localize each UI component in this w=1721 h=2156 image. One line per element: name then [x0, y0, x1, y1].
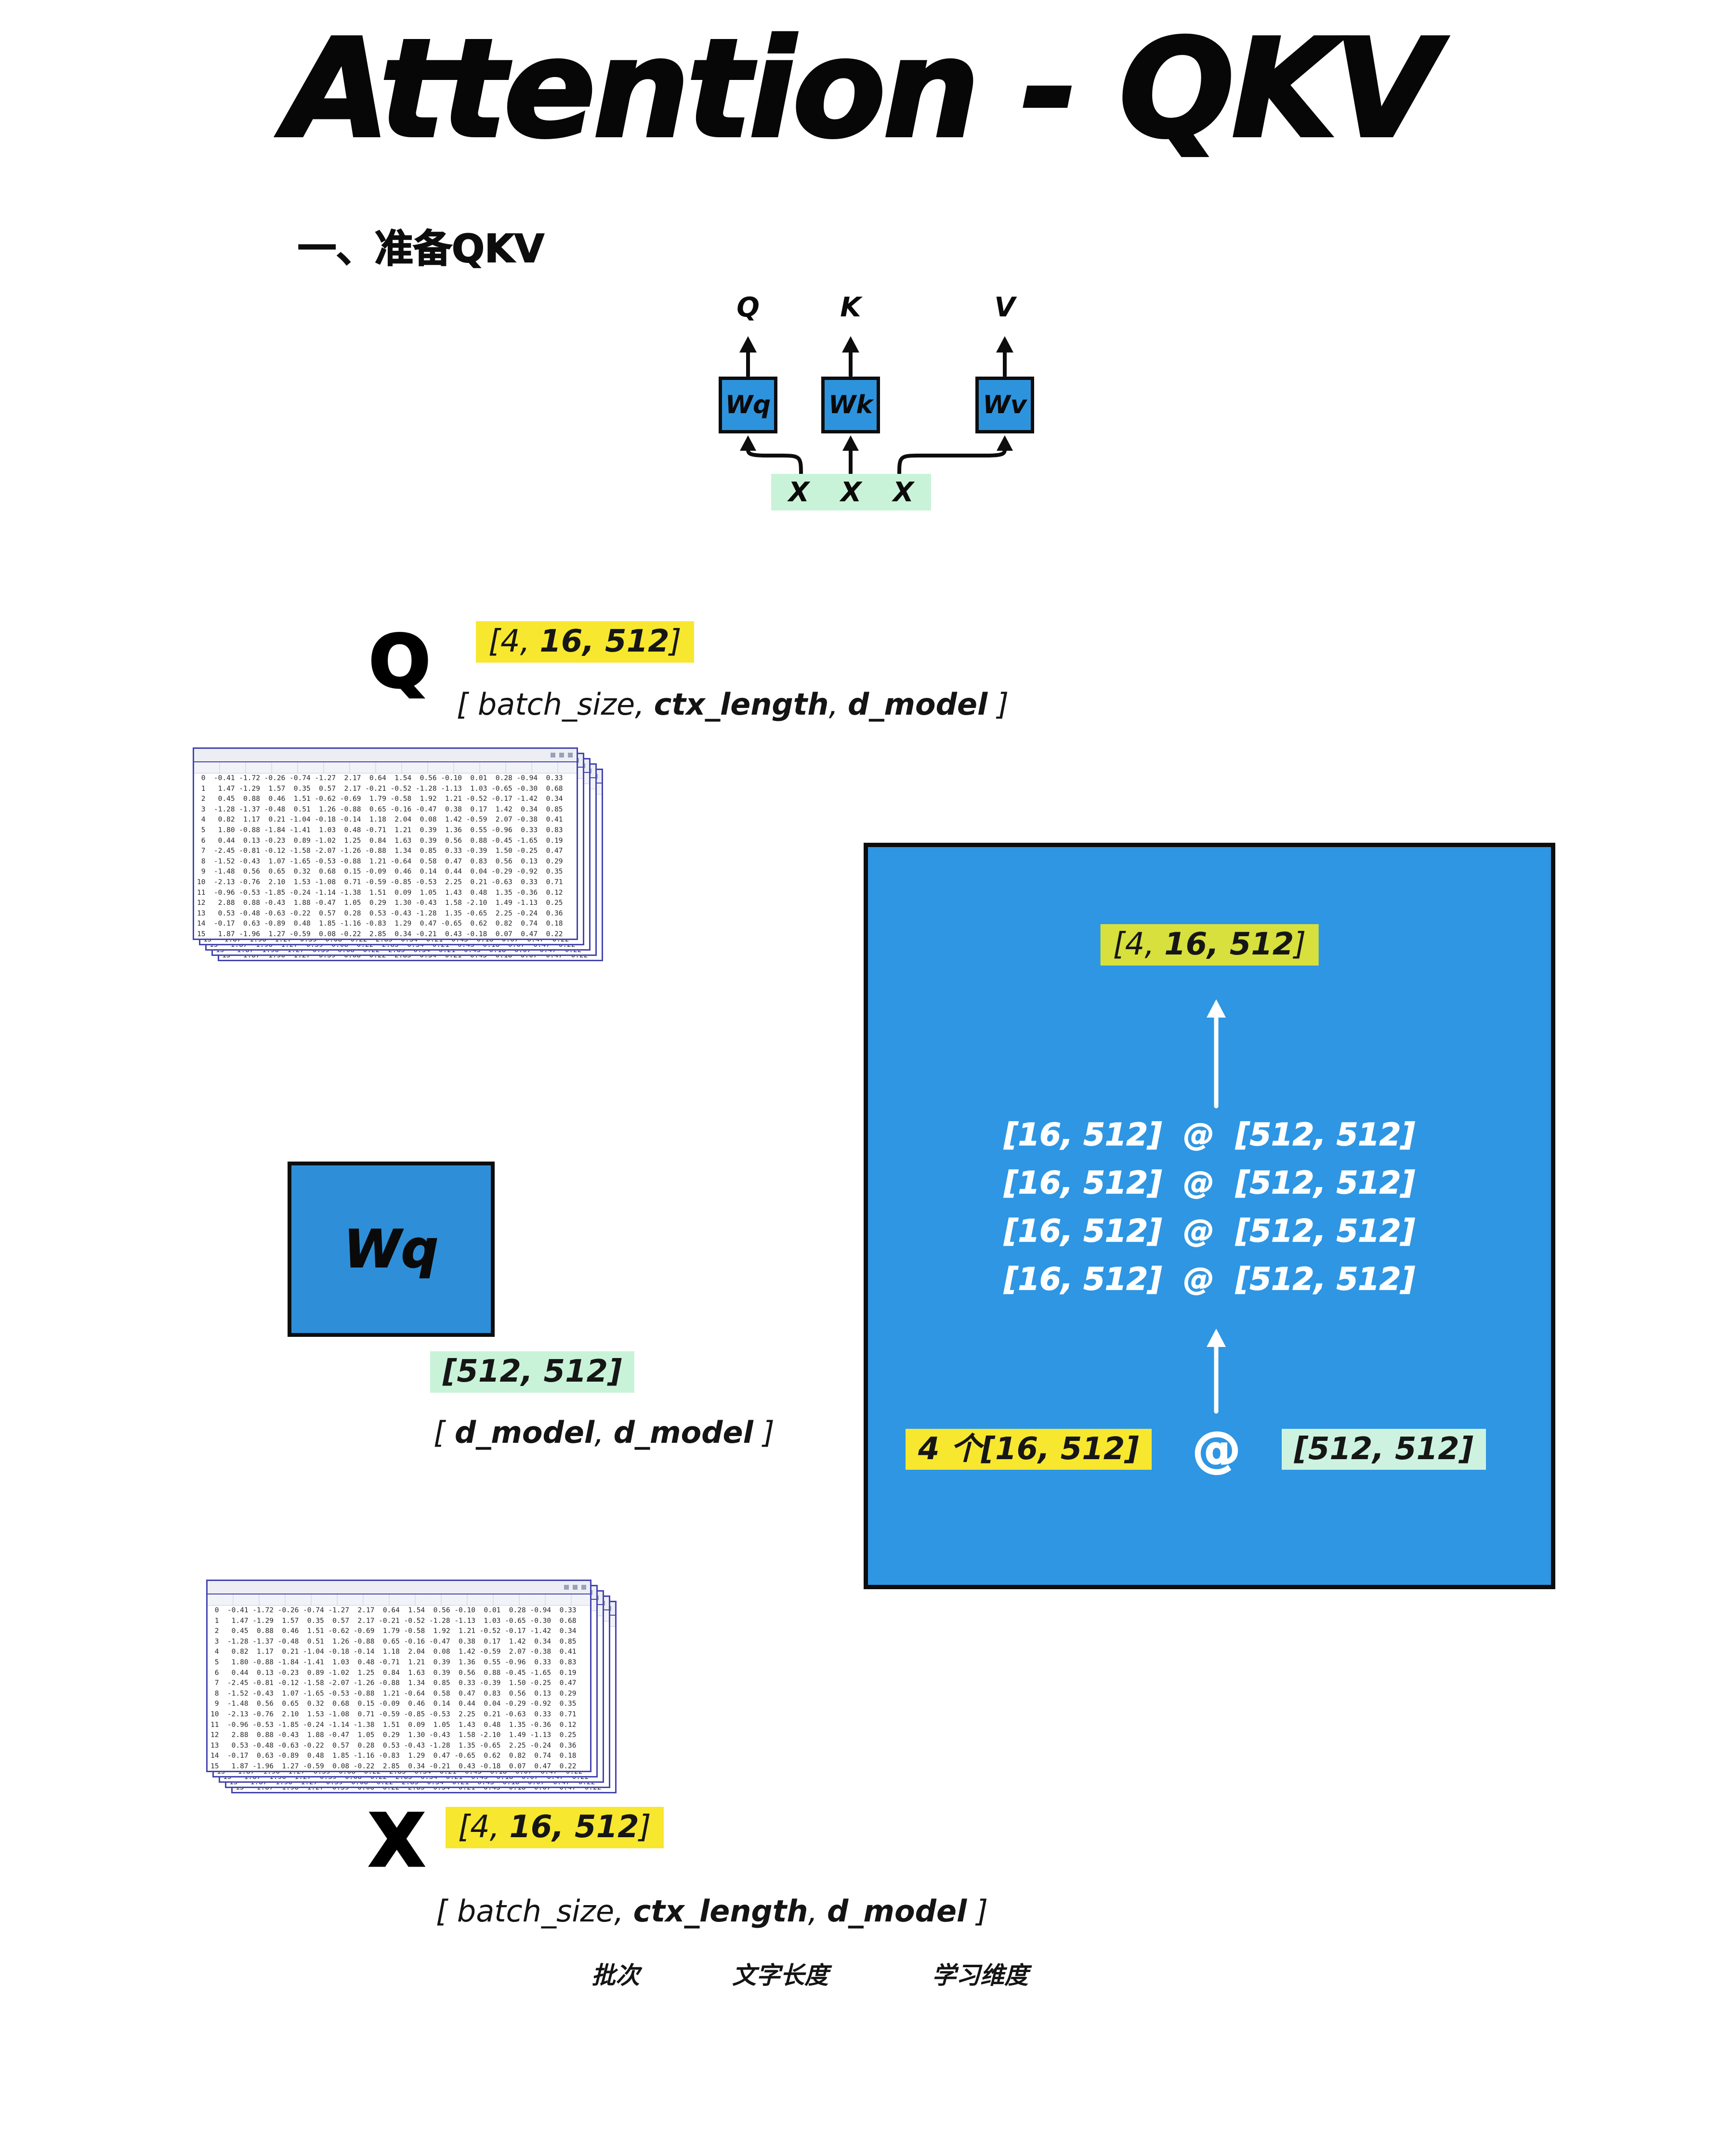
window-titlebar — [194, 749, 577, 762]
matrix-row: 4 0.82 1.17 0.21 -1.04 -0.18 -0.14 1.18 … — [210, 1648, 577, 1656]
matmul-line: [16, 512] @ [512, 512] — [1004, 1213, 1416, 1250]
matrix-row: 14 -0.17 0.63 -0.89 0.48 1.85 -1.16 -0.8… — [197, 920, 563, 928]
matrix-row: 5 1.80 -0.88 -1.84 -1.41 1.03 0.48 -0.71… — [210, 1658, 577, 1666]
window-titlebar — [208, 1581, 590, 1594]
column-header — [194, 762, 577, 773]
matrix-row: 9 -1.48 0.56 0.65 0.32 0.68 0.15 -0.09 0… — [197, 868, 563, 876]
matmul-line: [16, 512] @ [512, 512] — [1004, 1117, 1416, 1153]
wq-shape-description: [ d_model, d_model ] — [434, 1415, 775, 1450]
matrix-row: 6 0.44 0.13 -0.23 0.89 -1.02 1.25 0.84 1… — [197, 836, 563, 845]
wq-weight-box: Wq — [288, 1162, 495, 1337]
x-input-strip: X X X — [771, 474, 931, 510]
annotation-d-model: 学习维度 — [932, 1961, 1028, 1989]
matrix-row: 15 1.87 -1.96 1.27 -0.59 0.08 -0.22 2.85… — [210, 1762, 577, 1770]
matrix-row: 14 -0.17 0.63 -0.89 0.48 1.85 -1.16 -0.8… — [210, 1752, 577, 1760]
q-matrix-stack: 0 -0.41 -1.72 -0.26 -0.74 -1.27 2.17 0.6… — [193, 747, 612, 969]
matrix-row: 11 -0.96 -0.53 -1.85 -0.24 -1.14 -1.38 1… — [197, 889, 563, 897]
matrix-row: 12 2.88 0.88 -0.43 1.88 -0.47 1.05 0.29 … — [197, 899, 563, 907]
matrix-row: 6 0.44 0.13 -0.23 0.89 -1.02 1.25 0.84 1… — [210, 1669, 577, 1677]
matrix-row: 1 1.47 -1.29 1.57 0.35 0.57 2.17 -0.21 -… — [210, 1617, 577, 1625]
qkv-diagram-arrows — [739, 336, 1013, 478]
weight-shape-tag: [512, 512] — [1281, 1428, 1486, 1470]
label-v: V — [994, 292, 1015, 323]
window-controls-icon — [568, 753, 573, 758]
result-shape-tag: [4, 16, 512] — [1100, 924, 1319, 966]
window-controls-icon — [581, 1585, 586, 1590]
matrix-row: 9 -1.48 0.56 0.65 0.32 0.68 0.15 -0.09 0… — [210, 1700, 577, 1708]
x-shape-description: [ batch_size, ctx_length, d_model ] — [436, 1894, 988, 1929]
x-input-1: X — [788, 476, 810, 508]
x-input-2: X — [841, 476, 862, 508]
matrix-row: 8 -1.52 -0.43 1.07 -1.65 -0.53 -0.88 1.2… — [210, 1689, 577, 1698]
matrix-row: 7 -2.45 -0.81 -0.12 -1.58 -2.07 -1.26 -0… — [210, 1679, 577, 1687]
matmul-panel: [4, 16, 512] [16, 512] @ [512, 512][16, … — [864, 843, 1555, 1589]
q-shape-description: [ batch_size, ctx_length, d_model ] — [457, 687, 1009, 722]
matrix-row: 2 0.45 0.88 0.46 1.51 -0.62 -0.69 1.79 -… — [210, 1627, 577, 1635]
matmul-lines: [16, 512] @ [512, 512] [16, 512] @ [512, … — [868, 1111, 1551, 1304]
matrix-row: 13 0.53 -0.48 -0.63 -0.22 0.57 0.28 0.53… — [197, 909, 563, 917]
matrix-row: 15 1.87 -1.96 1.27 -0.59 0.08 -0.22 2.85… — [197, 930, 563, 938]
matrix-row: 0 -0.41 -1.72 -0.26 -0.74 -1.27 2.17 0.6… — [210, 1607, 577, 1614]
matrix-row: 10 -2.13 -0.76 2.10 1.53 -1.08 0.71 -0.5… — [197, 878, 563, 886]
matmul-line: [16, 512] @ [512, 512] — [1004, 1165, 1416, 1202]
x-letter: X — [368, 1799, 426, 1883]
matrix-row: 13 0.53 -0.48 -0.63 -0.22 0.57 0.28 0.53… — [210, 1741, 577, 1750]
matrix-row: 10 -2.13 -0.76 2.10 1.53 -1.08 0.71 -0.5… — [210, 1710, 577, 1718]
matrix-row: 2 0.45 0.88 0.46 1.51 -0.62 -0.69 1.79 -… — [197, 795, 563, 803]
matrix-row: 3 -1.28 -1.37 -0.48 0.51 1.26 -0.88 0.65… — [210, 1637, 577, 1646]
section-heading: 一、准备QKV — [297, 226, 545, 272]
matrix-row: 3 -1.28 -1.37 -0.48 0.51 1.26 -0.88 0.65… — [197, 805, 563, 813]
x-matrix-stack: 0 -0.41 -1.72 -0.26 -0.74 -1.27 2.17 0.6… — [206, 1580, 625, 1801]
x-input-3: X — [893, 476, 914, 508]
matrix-window: 0 -0.41 -1.72 -0.26 -0.74 -1.27 2.17 0.6… — [206, 1580, 591, 1772]
wq-shape-tag: [512, 512] — [430, 1351, 635, 1393]
panel-bottom-row: 4 个[16, 512] @ [512, 512] — [906, 1421, 1532, 1478]
label-q: Q — [736, 292, 760, 323]
annotation-ctx-length: 文字长度 — [732, 1961, 828, 1989]
q-shape-tag: [4, 16, 512] — [476, 621, 694, 663]
wq-small-box: Wq — [719, 377, 777, 433]
matrix-row: 1 1.47 -1.29 1.57 0.35 0.57 2.17 -0.21 -… — [197, 784, 563, 793]
q-letter: Q — [368, 620, 432, 704]
count-shape-tag: 4 个[16, 512] — [906, 1428, 1152, 1470]
annotation-batch: 批次 — [591, 1961, 640, 1989]
matrix-window: 0 -0.41 -1.72 -0.26 -0.74 -1.27 2.17 0.6… — [193, 747, 578, 940]
matrix-row: 12 2.88 0.88 -0.43 1.88 -0.47 1.05 0.29 … — [210, 1731, 577, 1739]
page-title: Attention - QKV — [283, 8, 1440, 170]
matrix-row: 11 -0.96 -0.53 -1.85 -0.24 -1.14 -1.38 1… — [210, 1721, 577, 1729]
panel-arrows — [1207, 999, 1226, 1414]
matrix-row: 0 -0.41 -1.72 -0.26 -0.74 -1.27 2.17 0.6… — [197, 774, 563, 782]
wk-small-box: Wk — [821, 377, 880, 433]
wv-small-box: Wv — [975, 377, 1034, 433]
x-shape-tag: [4, 16, 512] — [446, 1807, 664, 1848]
matrix-row: 5 1.80 -0.88 -1.84 -1.41 1.03 0.48 -0.71… — [197, 826, 563, 834]
matrix-row: 7 -2.45 -0.81 -0.12 -1.58 -2.07 -1.26 -0… — [197, 847, 563, 855]
matmul-operator: @ — [1192, 1421, 1241, 1478]
column-header — [208, 1594, 590, 1606]
matmul-line: [16, 512] @ [512, 512] — [1004, 1261, 1416, 1298]
matrix-row: 8 -1.52 -0.43 1.07 -1.65 -0.53 -0.88 1.2… — [197, 857, 563, 865]
matrix-row: 4 0.82 1.17 0.21 -1.04 -0.18 -0.14 1.18 … — [197, 816, 563, 824]
label-k: K — [840, 292, 861, 323]
